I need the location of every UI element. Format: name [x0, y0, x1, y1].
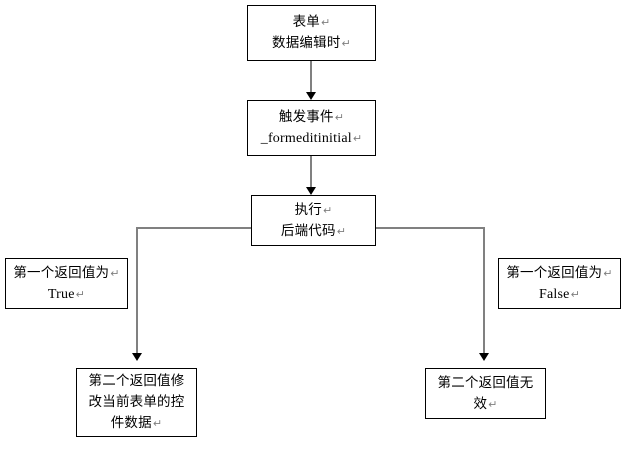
- connector-exec-left-horizontal: [136, 227, 252, 229]
- pilcrow-icon: ↵: [341, 37, 351, 50]
- arrowhead-right-branch: [479, 353, 489, 361]
- node-line: True↵: [47, 286, 86, 302]
- connector-exec-left-vertical: [136, 227, 138, 355]
- second-return-invalid-node[interactable]: 第二个返回值无效↵: [425, 368, 546, 419]
- node-line: 第一个返回值为↵: [506, 264, 613, 281]
- second-return-modify-node[interactable]: 第二个返回值修改当前表单的控件数据↵: [76, 368, 197, 437]
- node-line: 第二个返回值无效↵: [437, 374, 534, 412]
- pilcrow-icon: ↵: [570, 287, 580, 301]
- trigger-event-node[interactable]: 触发事件↵ _formeditinitial↵: [247, 100, 376, 156]
- arrowhead-form-to-trigger: [306, 92, 316, 100]
- execute-backend-code-node[interactable]: 执行↵ 后端代码↵: [251, 195, 376, 246]
- pilcrow-icon: ↵: [320, 16, 331, 29]
- node-line: 执行↵: [294, 201, 333, 218]
- first-return-false-node[interactable]: 第一个返回值为↵ False↵: [498, 258, 621, 309]
- form-data-edit-node[interactable]: 表单↵ 数据编辑时↵: [247, 5, 376, 61]
- node-line: False↵: [539, 286, 580, 302]
- node-line: _formeditinitial↵: [260, 131, 363, 146]
- arrowhead-trigger-to-exec: [306, 187, 316, 195]
- connector-form-to-trigger: [310, 60, 312, 94]
- connector-trigger-to-exec: [310, 155, 312, 189]
- arrowhead-left-branch: [132, 353, 142, 361]
- node-line: 第二个返回值修改当前表单的控件数据↵: [88, 373, 185, 431]
- node-line: 触发事件↵: [278, 109, 345, 125]
- pilcrow-icon: ↵: [603, 266, 613, 280]
- node-line: 第一个返回值为↵: [13, 264, 120, 281]
- pilcrow-icon: ↵: [75, 287, 86, 301]
- connector-exec-right-vertical: [483, 227, 485, 355]
- pilcrow-icon: ↵: [152, 417, 163, 430]
- pilcrow-icon: ↵: [334, 111, 345, 124]
- pilcrow-icon: ↵: [352, 132, 363, 145]
- node-line: 数据编辑时↵: [272, 35, 351, 51]
- pilcrow-icon: ↵: [322, 203, 333, 217]
- node-line: 表单↵: [292, 14, 331, 30]
- pilcrow-icon: ↵: [336, 224, 347, 238]
- node-line: 后端代码↵: [280, 222, 347, 239]
- pilcrow-icon: ↵: [110, 266, 120, 280]
- first-return-true-node[interactable]: 第一个返回值为↵ True↵: [5, 258, 128, 309]
- connector-exec-right-horizontal: [374, 227, 485, 229]
- pilcrow-icon: ↵: [488, 397, 498, 411]
